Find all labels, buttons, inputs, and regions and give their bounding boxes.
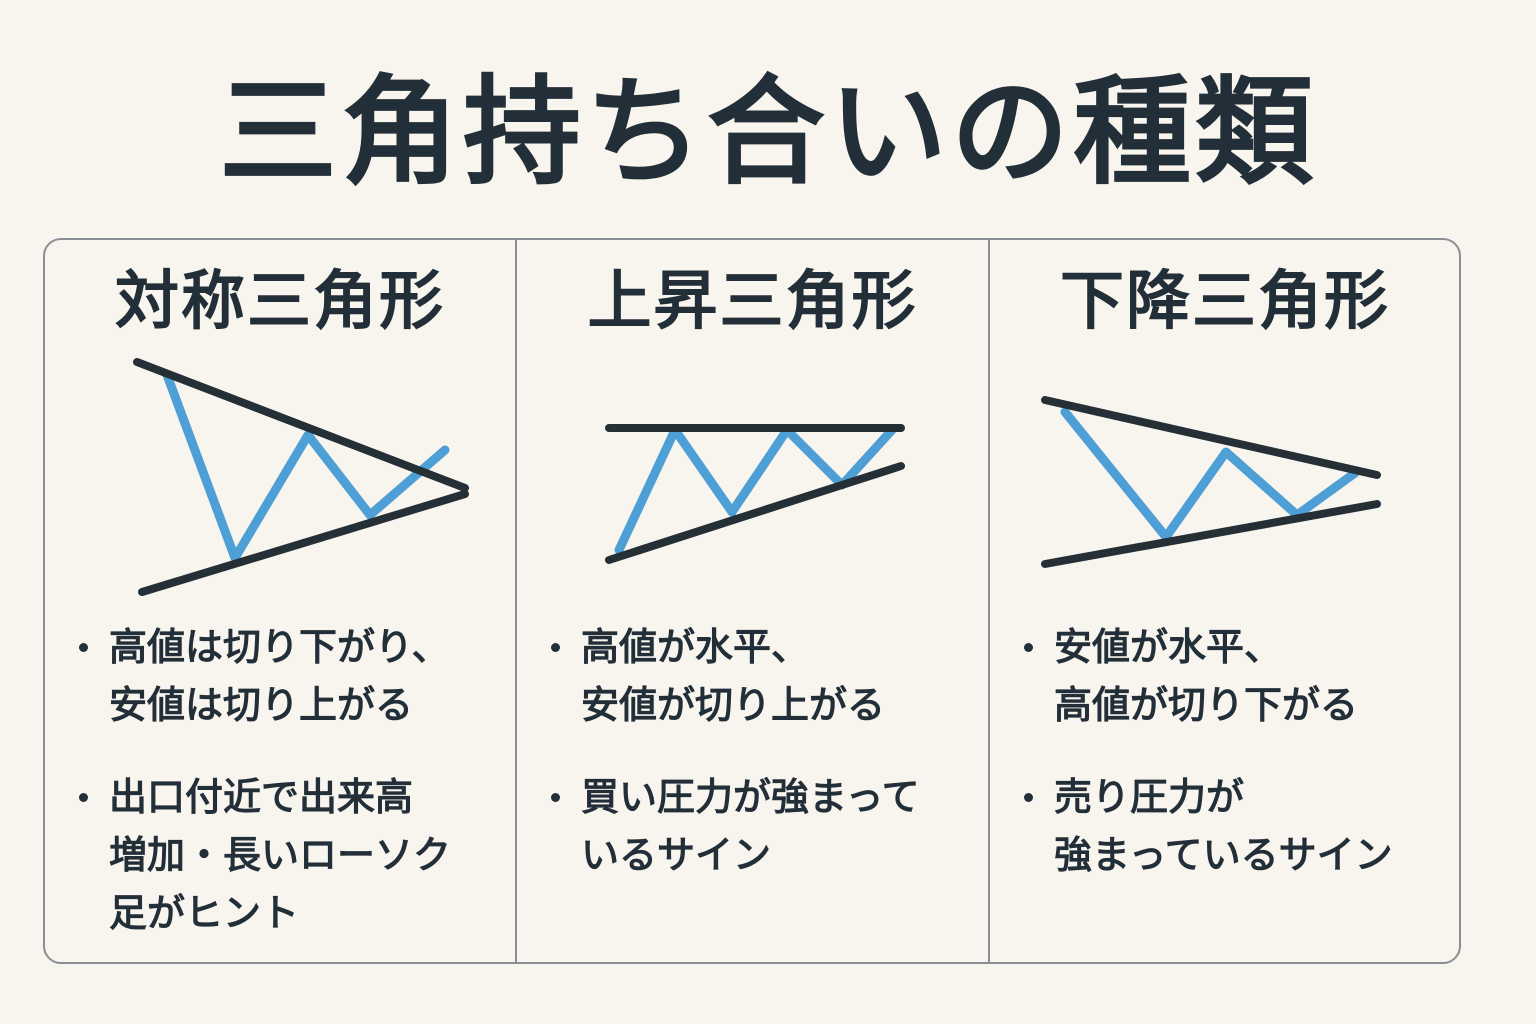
bullet-dot bbox=[551, 643, 560, 652]
bullet-line: いるサイン bbox=[581, 833, 772, 877]
bullet-item: 買い圧力が強まって いるサイン bbox=[517, 768, 920, 884]
panel-heading: 対称三角形 bbox=[115, 265, 445, 339]
panel-divider-1 bbox=[515, 240, 517, 962]
price-zigzag bbox=[1060, 407, 1360, 542]
lower-trendline bbox=[138, 490, 469, 596]
price-zigzag bbox=[614, 425, 897, 555]
bullet-item: 出口付近で出来高 増加・長いローソク 足がヒント bbox=[45, 768, 451, 942]
panel-symmetric-triangle: 対称三角形 高値は切り下がり、 安値は切り上がる 出口付近で出来高 増加・長いロ… bbox=[45, 240, 515, 962]
bullet-line: 足がヒント bbox=[109, 891, 300, 935]
bullet-line: 安値は切り上がる bbox=[109, 683, 414, 727]
page-title: 三角持ち合いの種類 bbox=[218, 63, 1317, 201]
rising-support-line bbox=[605, 462, 905, 564]
panel-frame bbox=[43, 238, 1461, 964]
bullet-dot bbox=[79, 643, 88, 652]
upper-trendline bbox=[133, 358, 469, 492]
bullet-line: 売り圧力が bbox=[1054, 775, 1245, 819]
bullet-list: 高値が水平、 安値が切り上がる 買い圧力が強まって いるサイン bbox=[517, 618, 920, 918]
bullet-line: 安値が切り上がる bbox=[581, 683, 886, 727]
panel-descending-triangle: 下降三角形 安値が水平、 高値が切り下がる 売り圧力が 強まっているサイン bbox=[990, 240, 1460, 962]
panel-divider-2 bbox=[988, 240, 990, 962]
price-zigzag bbox=[162, 370, 450, 563]
panel-heading: 上昇三角形 bbox=[587, 265, 918, 339]
panel-ascending-triangle: 上昇三角形 高値が水平、 安値が切り上がる 買い圧力が強まって いるサイン bbox=[517, 240, 988, 962]
bullet-dot bbox=[79, 793, 88, 802]
bullet-item: 売り圧力が 強まっているサイン bbox=[990, 768, 1393, 884]
bullet-line: 高値が切り下がる bbox=[1054, 683, 1359, 727]
bullet-line: 高値は切り下がり、 bbox=[109, 625, 450, 669]
bullet-line: 安値が水平、 bbox=[1054, 625, 1283, 669]
symmetric-triangle-diagram bbox=[133, 358, 469, 596]
bullet-item: 高値は切り下がり、 安値は切り上がる bbox=[45, 618, 451, 734]
descending-triangle-diagram bbox=[1041, 396, 1381, 568]
bullet-dot bbox=[1024, 793, 1033, 802]
bullet-item: 安値が水平、 高値が切り下がる bbox=[990, 618, 1393, 734]
falling-resistance-line bbox=[1041, 396, 1381, 479]
panel-heading: 下降三角形 bbox=[1060, 265, 1390, 339]
bullet-line: 出口付近で出来高 bbox=[109, 775, 414, 819]
bullet-line: 高値が水平、 bbox=[581, 625, 810, 669]
bullet-dot bbox=[551, 793, 560, 802]
ascending-triangle-diagram bbox=[605, 424, 905, 564]
bullet-item: 高値が水平、 安値が切り上がる bbox=[517, 618, 920, 734]
bullet-dot bbox=[1024, 643, 1033, 652]
bullet-list: 安値が水平、 高値が切り下がる 売り圧力が 強まっているサイン bbox=[990, 618, 1393, 918]
bullet-line: 強まっているサイン bbox=[1054, 833, 1393, 877]
bullet-line: 増加・長いローソク bbox=[109, 833, 452, 877]
bullet-line: 買い圧力が強まって bbox=[581, 775, 920, 819]
support-line bbox=[1041, 500, 1381, 568]
bullet-list: 高値は切り下がり、 安値は切り上がる 出口付近で出来高 増加・長いローソク 足が… bbox=[45, 618, 451, 976]
